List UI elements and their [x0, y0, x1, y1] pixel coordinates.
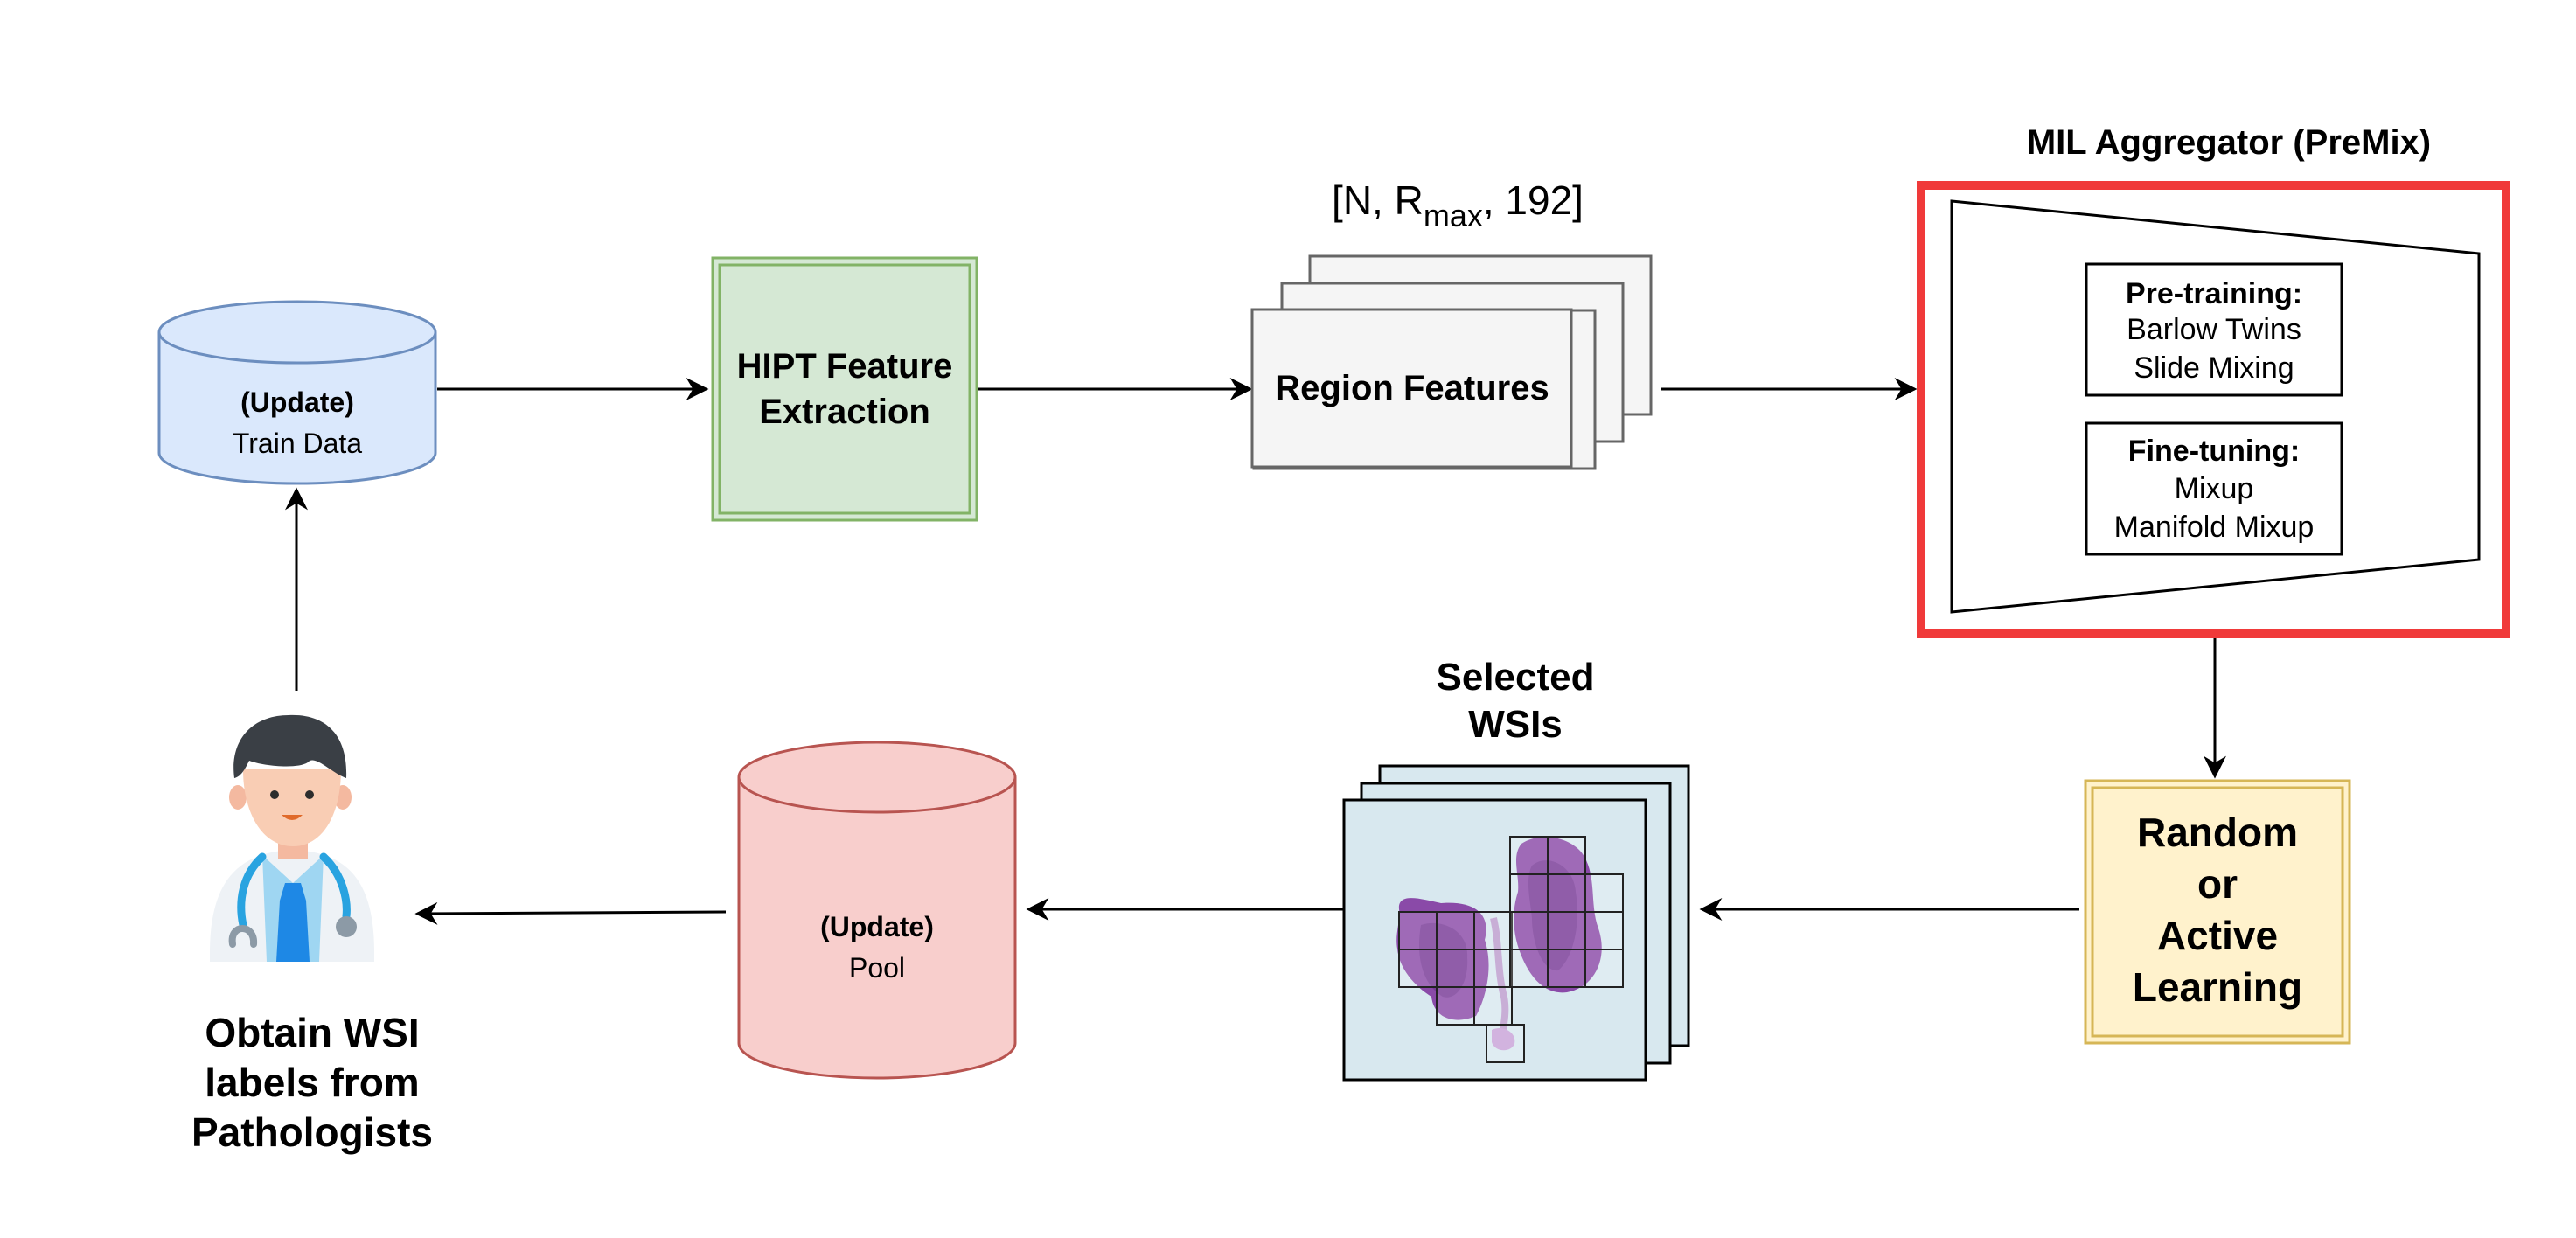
wsi-patch-grid — [1398, 836, 1624, 1063]
pathologist-caption: Obtain WSI labels from Pathologists — [191, 1010, 433, 1155]
region-card-front — [1250, 308, 1573, 469]
pathologist-mouth — [282, 815, 303, 820]
pathologist-eye-right — [305, 790, 314, 799]
pool-cylinder-top — [737, 741, 1017, 814]
wsi-tissue-right-core — [1528, 860, 1577, 971]
pathologist-ear-left — [229, 785, 247, 810]
mil-aggregator: MIL Aggregator (PreMix) Pre-training: Ba… — [1917, 123, 2510, 638]
sampling-strategy-box: Random or Active Learning — [2084, 779, 2351, 1045]
hipt-feature-extraction-box: HIPT Feature Extraction — [711, 256, 978, 522]
pathologist-caption-line: Obtain WSI — [205, 1010, 419, 1055]
finetuning-heading: Fine-tuning: — [2128, 435, 2300, 468]
aggregator-highlight-frame — [1917, 181, 2510, 638]
selected-wsis-title-line2: WSIs — [1468, 703, 1563, 746]
stethoscope-chestpiece — [336, 916, 357, 937]
sampler-label-line: Learning — [2133, 964, 2302, 1010]
pathologist-caption-line: labels from — [205, 1060, 419, 1105]
pretraining-item: Barlow Twins — [2127, 313, 2301, 346]
hipt-box-inner — [718, 263, 971, 515]
finetuning-box-frame — [2085, 421, 2343, 556]
pretraining-item: Slide Mixing — [2134, 351, 2294, 385]
pathologist-face — [243, 769, 341, 846]
train-data-label: Train Data — [233, 428, 362, 459]
stethoscope-icon — [237, 852, 351, 929]
hipt-box-outer — [711, 256, 978, 522]
pathologist-tie — [276, 883, 310, 962]
pool-label: Pool — [849, 952, 905, 984]
selected-wsis-title-line1: Selected — [1437, 656, 1595, 699]
train-data-update-label: (Update) — [240, 386, 354, 418]
selected-wsis-stack: Selected WSIs — [1342, 656, 1690, 1082]
pretraining-box-frame — [2085, 262, 2343, 397]
train-data-cylinder-top — [157, 300, 437, 365]
arrow-pool-to-pathologist — [414, 901, 727, 925]
connector-arrows — [285, 378, 2226, 925]
sampler-box-outer — [2084, 779, 2351, 1045]
sampler-label-line: Random — [2137, 810, 2298, 855]
pathologist-avatar-icon — [210, 714, 374, 962]
aggregator-title: MIL Aggregator (PreMix) — [2027, 123, 2431, 162]
train-data-database: (Update) Train Data — [157, 300, 437, 485]
stethoscope-earpiece — [228, 925, 257, 948]
wsi-slide-image — [1396, 836, 1624, 1063]
feature-shape-label: [N, Rmax, 192] — [1332, 177, 1584, 233]
train-data-cylinder-body — [157, 332, 437, 485]
region-features-label: Region Features — [1275, 369, 1549, 407]
pretraining-heading: Pre-training: — [2126, 277, 2302, 310]
wsi-tissue-fragment — [1492, 1027, 1515, 1051]
hipt-label-line2: Extraction — [759, 393, 930, 431]
pool-database: (Update) Pool — [737, 741, 1017, 1080]
wsi-tissue-left-core — [1418, 922, 1468, 998]
region-features-stack: [N, Rmax, 192] Region Features — [1250, 177, 1653, 470]
pool-update-label: (Update) — [820, 911, 934, 942]
pool-cylinder-body — [737, 777, 1017, 1080]
pathologist-hair — [233, 714, 347, 778]
finetuning-box: Fine-tuning: Mixup Manifold Mixup — [2085, 421, 2343, 556]
sampler-label-line: or — [2197, 861, 2238, 907]
finetuning-item: Mixup — [2175, 472, 2254, 505]
aggregator-trapezoid — [1950, 199, 2481, 614]
finetuning-item: Manifold Mixup — [2114, 511, 2315, 544]
pretraining-box: Pre-training: Barlow Twins Slide Mixing — [2085, 262, 2343, 397]
sampler-label-line: Active — [2157, 913, 2278, 958]
sampler-box-inner — [2091, 786, 2344, 1038]
pathologist-caption-line: Pathologists — [191, 1109, 433, 1155]
pathologist-eye-left — [270, 790, 279, 799]
hipt-label-line1: HIPT Feature — [737, 347, 953, 386]
